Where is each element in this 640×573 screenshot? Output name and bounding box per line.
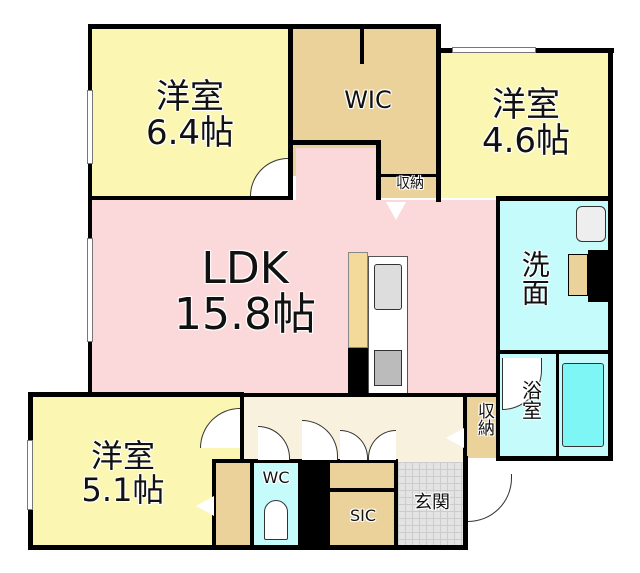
front-door — [468, 474, 512, 522]
window — [27, 440, 33, 510]
window — [452, 47, 536, 53]
kitchen-counter-black — [348, 348, 368, 396]
bathtub — [562, 363, 604, 447]
room-name: 洋室 — [156, 77, 224, 117]
closet-west — [216, 462, 250, 546]
wall — [88, 24, 440, 29]
room-size: 15.8帖 — [174, 289, 316, 341]
wall — [496, 196, 500, 460]
room-size: 4.6帖 — [481, 120, 571, 161]
room-name: 収納 — [473, 402, 494, 436]
wall — [292, 140, 380, 145]
wall — [330, 488, 398, 492]
wall — [212, 459, 216, 549]
storage-hall — [466, 396, 500, 458]
room-label: WC — [254, 468, 298, 487]
wall — [28, 545, 468, 550]
ldk-upper-ext — [296, 148, 380, 200]
entrance — [398, 462, 464, 546]
room-label: 浴室 — [510, 380, 550, 420]
wall — [212, 459, 396, 463]
room-name: WIC — [344, 86, 392, 114]
arrow-icon — [196, 496, 214, 516]
wall — [608, 48, 613, 460]
room-size: 5.1帖 — [81, 470, 165, 509]
room-name: LDK — [201, 243, 289, 294]
wall — [436, 24, 441, 202]
room-label: 洋室 6.4帖 — [120, 77, 260, 153]
room-label: 洋室 5.1帖 — [58, 437, 188, 509]
wash-basin-icon — [576, 206, 606, 242]
room-name: WC — [262, 468, 290, 487]
sic-room — [330, 492, 396, 546]
room-name: 収納 — [396, 176, 424, 192]
wall — [394, 459, 398, 549]
wall — [376, 140, 381, 200]
window — [87, 90, 93, 164]
western-room-4-6 — [440, 52, 610, 198]
wall — [500, 350, 610, 354]
room-name: 浴室 — [518, 380, 543, 420]
room-label: 洗面 — [514, 250, 554, 306]
room-name: 洗面 — [517, 250, 551, 306]
wall — [380, 174, 440, 177]
washer-space — [568, 254, 588, 296]
kitchen-counter-back — [348, 252, 368, 348]
wall — [463, 396, 467, 460]
room-label: WIC — [300, 86, 436, 114]
wall — [496, 456, 613, 461]
wall — [92, 393, 500, 397]
toilet-icon — [264, 500, 288, 540]
ldk-room — [92, 200, 500, 396]
room-name: 洋室 — [90, 437, 155, 475]
room-name: 洋室 — [492, 85, 560, 125]
room-label: 収納 — [466, 402, 500, 436]
wall — [360, 28, 364, 64]
arrow-icon — [446, 428, 464, 448]
window — [87, 238, 93, 342]
room-label: 収納 — [380, 177, 440, 192]
wall — [588, 250, 610, 302]
wall — [556, 354, 559, 458]
storage-top — [380, 176, 440, 198]
wall — [298, 462, 330, 548]
room-name: 玄関 — [414, 492, 450, 513]
stove-icon — [374, 350, 402, 386]
room-label: LDK 15.8帖 — [150, 243, 340, 341]
room-name: SIC — [349, 506, 377, 525]
wall — [496, 196, 613, 201]
room-label: 玄関 — [400, 492, 464, 513]
room-label: 洋室 4.6帖 — [456, 85, 596, 161]
wall — [250, 462, 254, 548]
wall — [288, 24, 293, 200]
arrow-icon — [386, 202, 406, 220]
wall — [240, 396, 244, 460]
sink-icon — [374, 264, 402, 310]
wall — [463, 456, 468, 550]
room-size: 6.4帖 — [145, 112, 235, 153]
wall — [92, 196, 288, 200]
room-label: SIC — [330, 506, 396, 525]
